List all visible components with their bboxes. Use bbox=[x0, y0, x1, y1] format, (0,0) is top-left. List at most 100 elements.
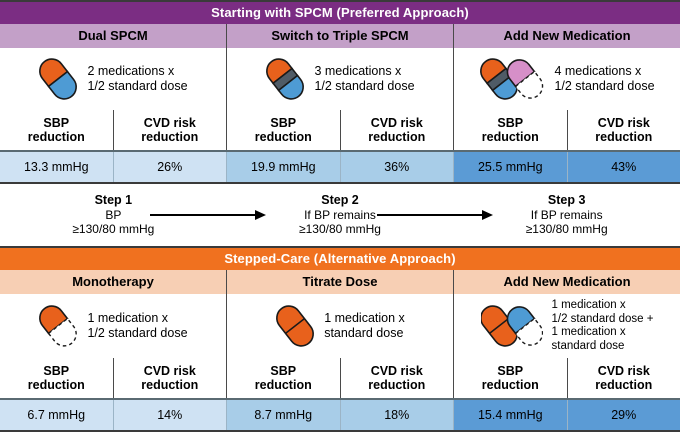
step-line-3a: If BP remains bbox=[530, 207, 603, 222]
top-metric-label-cvd-1: CVD risk reduction bbox=[114, 110, 227, 150]
desc-line: 1 medication x bbox=[551, 326, 626, 338]
bottom-description-titrate-dose: 1 medication x standard dose bbox=[324, 311, 405, 341]
bottom-column-header-row: Monotherapy Titrate Dose Add New Medicat… bbox=[0, 270, 680, 294]
metric-label-line: SBP bbox=[497, 363, 524, 378]
step-line-2a: If BP remains bbox=[304, 207, 376, 222]
bottom-metric-label-cvd-1: CVD risk reduction bbox=[114, 358, 227, 398]
top-value-cvd-3: 43% bbox=[567, 152, 680, 182]
bottom-cell-titrate-dose: 1 medication x standard dose bbox=[227, 294, 454, 358]
bottom-cell-monotherapy: 1 medication x 1/2 standard dose bbox=[0, 294, 227, 358]
metric-label-line: reduction bbox=[368, 378, 426, 392]
steps-flow-strip: Step 1 BP ≥130/80 mmHg Step 2 If BP rema… bbox=[0, 184, 680, 246]
top-cell-switch-triple-spcm: 3 medications x 1/2 standard dose bbox=[227, 48, 454, 110]
bottom-column-header-monotherapy: Monotherapy bbox=[0, 270, 227, 294]
top-metric-label-cvd-2: CVD risk reduction bbox=[341, 110, 454, 150]
arrow-shaft bbox=[150, 214, 256, 216]
top-column-header-add-new-medication: Add New Medication bbox=[454, 24, 680, 48]
top-value-cvd-2: 36% bbox=[340, 152, 454, 182]
bottom-column-header-add-new-medication: Add New Medication bbox=[454, 270, 680, 294]
metric-label-line: SBP bbox=[43, 115, 70, 130]
top-column-header-dual-spcm: Dual SPCM bbox=[0, 24, 227, 48]
arrow-head bbox=[482, 210, 493, 220]
desc-line: 4 medications x bbox=[554, 64, 642, 78]
top-value-sbp-3: 25.5 mmHg bbox=[454, 152, 568, 182]
bottom-section-band-title: Stepped-Care (Alternative Approach) bbox=[0, 248, 680, 270]
top-metric-label-cvd-3: CVD risk reduction bbox=[568, 110, 680, 150]
top-metric-label-sbp-2: SBP reduction bbox=[227, 110, 341, 150]
bottom-value-row: 6.7 mmHg 14% 8.7 mmHg 18% 15.4 mmHg 29% bbox=[0, 398, 680, 430]
top-metric-label-sbp-3: SBP reduction bbox=[454, 110, 568, 150]
metric-label-line: CVD risk bbox=[143, 115, 196, 130]
metric-label-line: SBP bbox=[270, 363, 297, 378]
top-metric-label-sbp-1: SBP reduction bbox=[0, 110, 114, 150]
top-pill-illustration-row: 2 medications x 1/2 standard dose 3 bbox=[0, 48, 680, 110]
bottom-value-cvd-2: 18% bbox=[340, 400, 454, 430]
metric-label-line: reduction bbox=[141, 378, 199, 392]
bottom-cell-add-new-medication: 1 medication x 1/2 standard dose + 1 med… bbox=[454, 294, 680, 358]
top-section-band-title: Starting with SPCM (Preferred Approach) bbox=[0, 2, 680, 24]
metric-label-line: CVD risk bbox=[370, 115, 423, 130]
bottom-pill-illustration-row: 1 medication x 1/2 standard dose 1 medic… bbox=[0, 294, 680, 358]
metric-label-line: reduction bbox=[254, 130, 312, 144]
top-value-row: 13.3 mmHg 26% 19.9 mmHg 36% 25.5 mmHg 43… bbox=[0, 150, 680, 182]
metric-label-line: reduction bbox=[595, 130, 653, 144]
top-column-header-row: Dual SPCM Switch to Triple SPCM Add New … bbox=[0, 24, 680, 48]
metric-label-line: CVD risk bbox=[370, 363, 423, 378]
metric-label-line: reduction bbox=[481, 130, 539, 144]
desc-line: standard dose bbox=[551, 339, 625, 352]
desc-line: 1 medication x bbox=[87, 311, 169, 325]
bottom-metric-label-sbp-3: SBP reduction bbox=[454, 358, 568, 398]
arrow-right-icon-step1-to-step2 bbox=[150, 210, 266, 220]
metric-label-line: CVD risk bbox=[597, 115, 650, 130]
bottom-description-add-new-medication: 1 medication x 1/2 standard dose + 1 med… bbox=[552, 299, 654, 353]
step-line-1a: BP bbox=[105, 207, 122, 222]
top-value-cvd-1: 26% bbox=[113, 152, 227, 182]
bottom-metric-label-sbp-1: SBP reduction bbox=[0, 358, 114, 398]
section-stepped-care: Stepped-Care (Alternative Approach) Mono… bbox=[0, 246, 680, 432]
bottom-metric-label-cvd-2: CVD risk reduction bbox=[341, 358, 454, 398]
step-group-2: Step 2 If BP remains ≥130/80 mmHg bbox=[227, 193, 454, 237]
desc-line: 3 medications x bbox=[314, 64, 402, 78]
step-title-3: Step 3 bbox=[547, 193, 586, 208]
step-line-1b: ≥130/80 mmHg bbox=[72, 222, 155, 237]
metric-label-line: reduction bbox=[141, 130, 199, 144]
desc-line: 1/2 standard dose bbox=[87, 79, 188, 93]
arrow-shaft bbox=[377, 214, 483, 216]
bottom-value-cvd-1: 14% bbox=[113, 400, 227, 430]
capsule-triple-plus-half-pink-icon bbox=[479, 55, 545, 103]
bottom-value-sbp-1: 6.7 mmHg bbox=[0, 400, 114, 430]
top-cell-dual-spcm: 2 medications x 1/2 standard dose bbox=[0, 48, 227, 110]
metric-label-line: reduction bbox=[368, 130, 426, 144]
bottom-description-monotherapy: 1 medication x 1/2 standard dose bbox=[87, 311, 187, 341]
metric-label-line: SBP bbox=[270, 115, 297, 130]
desc-line: standard dose bbox=[324, 326, 404, 340]
metric-label-line: reduction bbox=[595, 378, 653, 392]
desc-line: 1/2 standard dose bbox=[314, 79, 415, 93]
top-description-switch-triple-spcm: 3 medications x 1/2 standard dose bbox=[314, 64, 414, 94]
step-title-2: Step 2 bbox=[321, 193, 359, 208]
desc-line: 1/2 standard dose bbox=[554, 79, 655, 93]
capsule-full-orange-plus-half-blue-dashed-icon bbox=[480, 302, 543, 350]
metric-label-line: reduction bbox=[481, 378, 539, 392]
metric-label-line: SBP bbox=[43, 363, 70, 378]
metric-label-line: CVD risk bbox=[597, 363, 650, 378]
bottom-value-cvd-3: 29% bbox=[567, 400, 680, 430]
section-starting-with-spcm: Starting with SPCM (Preferred Approach) … bbox=[0, 0, 680, 184]
desc-line: 1 medication x bbox=[324, 311, 405, 325]
step-group-3: Step 3 If BP remains ≥130/80 mmHg bbox=[453, 193, 680, 237]
bottom-metric-label-row: SBP reduction CVD risk reduction SBP red… bbox=[0, 358, 680, 398]
top-value-sbp-1: 13.3 mmHg bbox=[0, 152, 114, 182]
metric-label-line: reduction bbox=[27, 130, 85, 144]
bottom-value-sbp-3: 15.4 mmHg bbox=[454, 400, 568, 430]
step-line-2b: ≥130/80 mmHg bbox=[299, 222, 381, 237]
top-metric-label-row: SBP reduction CVD risk reduction SBP red… bbox=[0, 110, 680, 150]
desc-line: 1/2 standard dose + bbox=[551, 312, 654, 325]
capsule-full-orange-icon bbox=[275, 302, 315, 350]
bottom-metric-label-cvd-3: CVD risk reduction bbox=[568, 358, 680, 398]
bottom-value-sbp-2: 8.7 mmHg bbox=[227, 400, 341, 430]
capsule-orange-blue-icon bbox=[38, 55, 78, 103]
step-title-1: Step 1 bbox=[94, 193, 133, 208]
arrow-right-icon-step2-to-step3 bbox=[377, 210, 493, 220]
top-value-sbp-2: 19.9 mmHg bbox=[227, 152, 341, 182]
